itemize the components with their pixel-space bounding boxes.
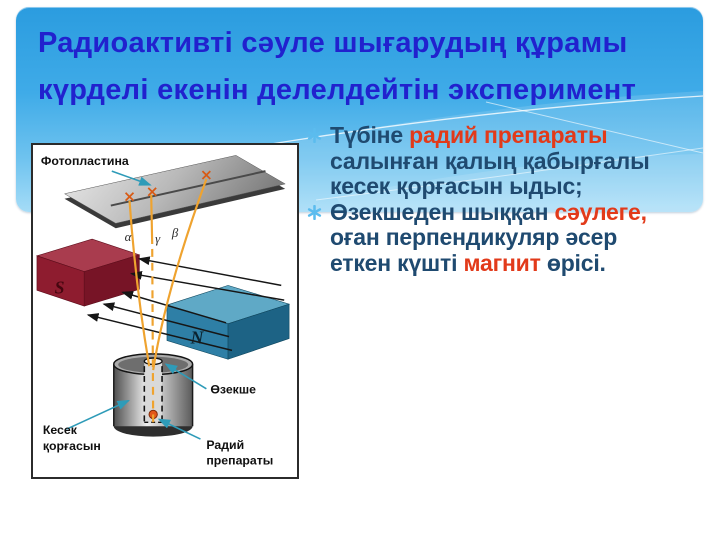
asterisk-star-icon	[307, 128, 322, 143]
beta-label: β	[171, 226, 179, 240]
photo-plate-label: Фотопластина	[41, 154, 129, 168]
magnet-north	[165, 285, 291, 360]
alpha-label: α	[125, 230, 132, 244]
slide-title-line1: Радиоактивті сәуле шығарудың құрамы	[38, 27, 628, 59]
gamma-ray	[150, 194, 154, 245]
title-banner: Радиоактивті сәуле шығарудың құрамы күрд…	[16, 7, 703, 212]
photo-plate-arrow	[111, 170, 152, 186]
lead-block-label-line1: Кесек	[43, 423, 78, 437]
channel-arrow	[164, 363, 207, 390]
bullet-text-line: Өзекшеден шыққан сәулеге,	[330, 198, 647, 225]
gamma-ray-dashed	[151, 244, 155, 423]
lead-block-label-line2: қорғасын	[43, 439, 101, 453]
banner-swoosh-decoration	[256, 91, 703, 212]
magnet-south	[35, 238, 141, 307]
channel-label: Өзекше	[210, 383, 256, 397]
slide-title-line2: күрделі екенін делелдейтін эксперимент	[38, 74, 637, 106]
alpha-ray	[128, 200, 151, 367]
radiation-rays	[128, 178, 208, 423]
gamma-label: γ	[155, 232, 161, 246]
bullet-text-line: салынған қалың қабырғалы	[330, 147, 650, 174]
radium-label-line2: препараты	[206, 454, 273, 468]
callout-arrows	[66, 170, 207, 440]
beta-ray	[152, 178, 208, 371]
bullet-text-line: кесек қорғасын ыдыс;	[330, 173, 583, 200]
radium-label-line1: Радий	[206, 438, 244, 452]
ray-hit-marks	[124, 170, 211, 202]
radium-arrow	[157, 418, 201, 440]
bullet-item: Өзекшеден шыққан сәулеге,оған перпендику…	[306, 198, 712, 277]
bullet-text-line: оған перпендикуляр әсер	[330, 224, 618, 251]
bullet-text: Өзекшеден шыққан сәулеге,оған перпендику…	[330, 198, 712, 277]
lead-block-arrow	[66, 399, 130, 430]
magnet-south-label: S	[55, 277, 65, 297]
experiment-diagram-figure: S N	[35, 154, 291, 468]
photo-plate	[63, 155, 286, 229]
slide-title: Радиоактивті сәуле шығарудың құрамы күрд…	[38, 20, 693, 114]
asterisk-star-icon	[307, 204, 322, 220]
experiment-diagram: S N	[31, 143, 299, 479]
magnet-north-label: N	[190, 328, 205, 348]
bullet-text-line: еткен күшті магнит өрісі.	[330, 249, 606, 276]
bullet-text-line: Түбіне радий препараты	[330, 122, 608, 148]
